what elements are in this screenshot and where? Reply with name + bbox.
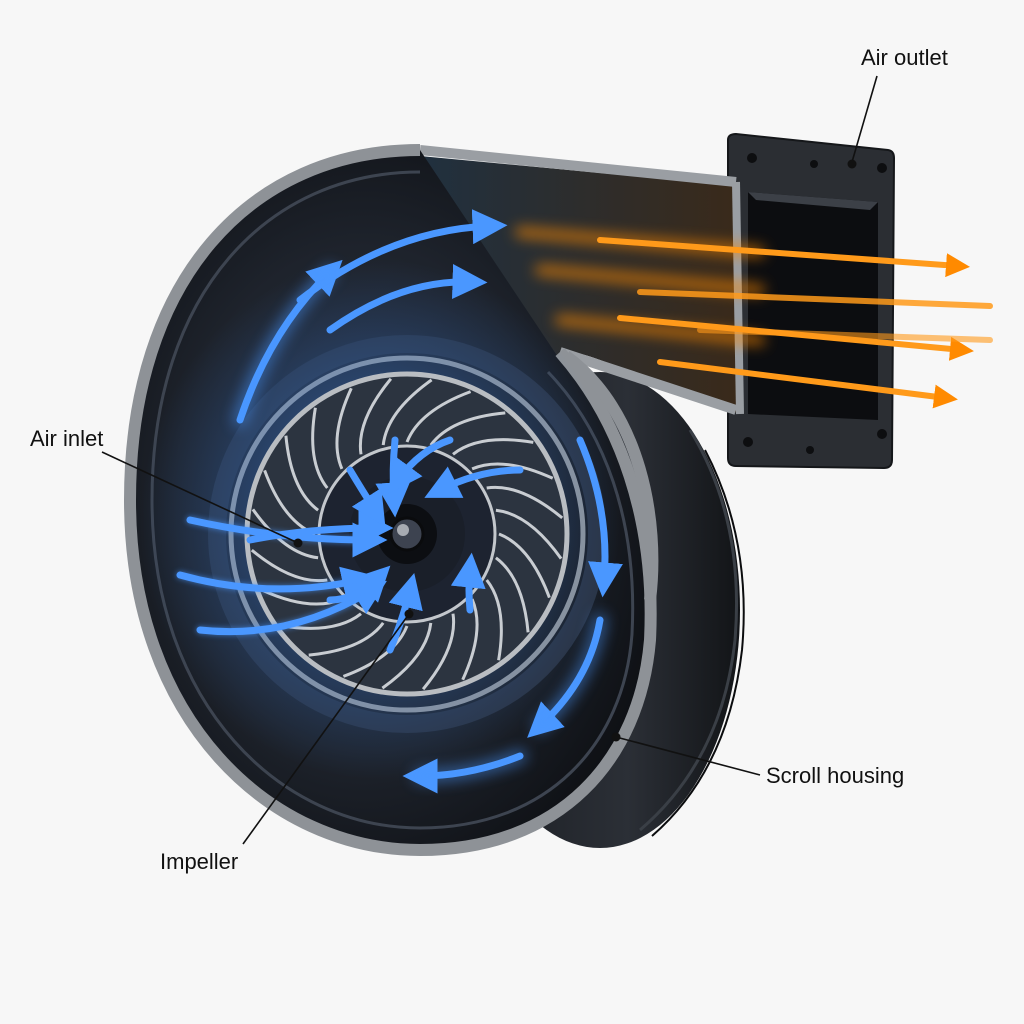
impeller-blade (429, 411, 506, 447)
impeller-blade (471, 462, 554, 480)
bolt-hole-icon (877, 163, 887, 173)
label-scroll-housing: Scroll housing (766, 763, 905, 788)
impeller-blade (381, 622, 433, 690)
label-impeller: Impeller (160, 849, 239, 874)
impeller-blade (311, 407, 329, 489)
label-air-outlet: Air outlet (861, 45, 948, 70)
impeller-blade (495, 508, 563, 560)
leader-air-inlet (101, 451, 299, 544)
impeller-blade (452, 438, 534, 456)
leader-impeller (242, 613, 410, 845)
leader-air-outlet (851, 75, 878, 163)
impeller-blade (358, 377, 393, 455)
label-air-inlet: Air inlet (30, 426, 104, 451)
impeller-blade (342, 625, 409, 678)
bolt-hole-icon (743, 437, 753, 447)
impeller-blade (494, 556, 530, 633)
impeller-blade (485, 579, 503, 661)
inflow-arrows (176, 209, 623, 794)
impeller-blade (498, 532, 551, 599)
bolt-hole-icon (747, 153, 757, 163)
impeller-blade (250, 548, 328, 583)
leader-scroll-housing (615, 736, 761, 776)
impeller-blade (486, 485, 564, 520)
impeller-blade (381, 378, 433, 446)
impeller-blade (405, 390, 472, 443)
outflow-arrows (515, 227, 993, 409)
impeller-blade (335, 387, 353, 470)
impeller-blade (421, 613, 456, 691)
impeller-blade (308, 621, 385, 657)
impeller-blade (251, 508, 319, 560)
bolt-hole-icon (877, 429, 887, 439)
leader-lines (101, 75, 878, 845)
impeller-blade (284, 435, 320, 512)
leader-dots (293, 159, 857, 742)
impeller-blade (461, 598, 479, 681)
